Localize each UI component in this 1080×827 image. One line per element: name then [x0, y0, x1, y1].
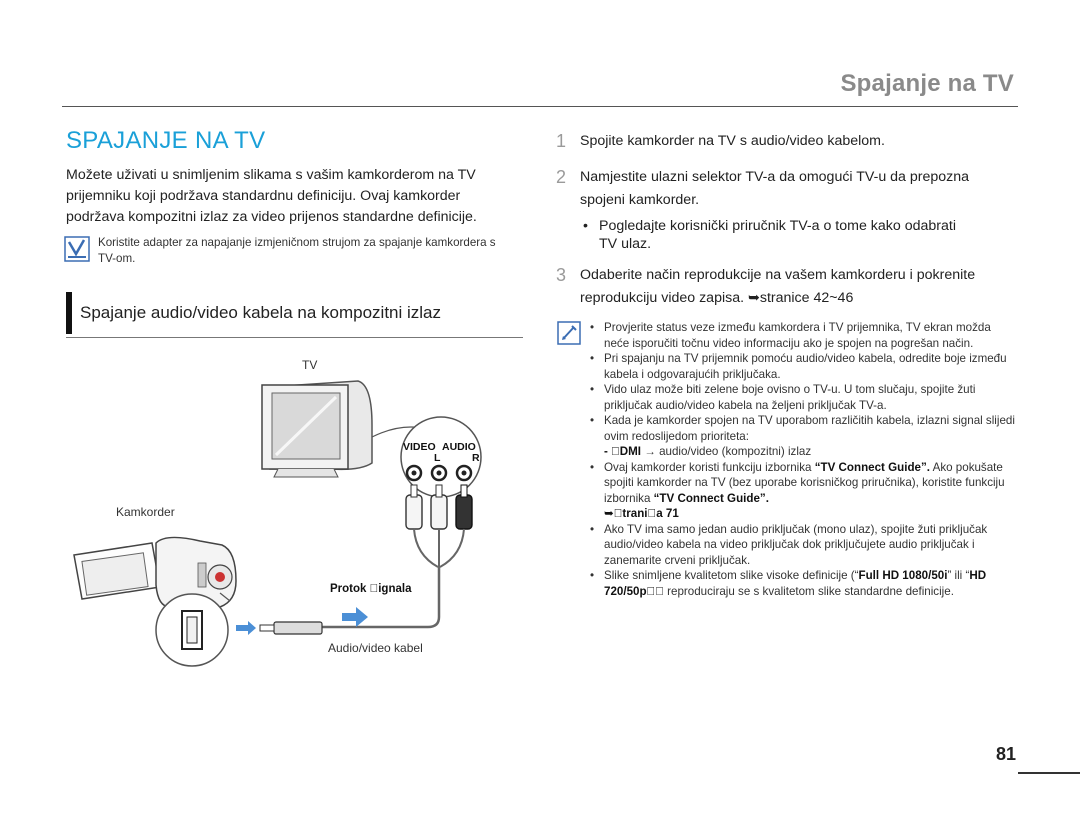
notes-list: •Provjerite status veze između kamkorder…	[588, 320, 1018, 599]
step-text: Odaberite način reprodukcije na vašem ka…	[580, 267, 976, 283]
camcorder-illustration	[73, 536, 237, 608]
subsection-title: Spajanje audio/video kabela na kompozitn…	[80, 303, 442, 322]
note-pencil-icon	[64, 236, 90, 262]
page-header-title: Spajanje na TV	[840, 70, 1014, 97]
step-number: 2	[556, 167, 567, 187]
step-number: 3	[556, 265, 567, 285]
page-number-rule	[1018, 772, 1080, 774]
connection-diagram	[73, 380, 482, 667]
audio-right-label: R	[472, 452, 480, 464]
av-jacks	[405, 464, 473, 482]
note-item: •Vido ulaz može biti zelene boje ovisno …	[590, 383, 976, 412]
adapter-note: Koristite adapter za napajanje izmjeničn…	[98, 236, 496, 265]
step-text: Namjestite ulazni selektor TV-a da omogu…	[580, 169, 970, 185]
note-pencil-icon	[557, 321, 581, 345]
step-text: spojeni kamkorder.	[580, 192, 700, 208]
intro-paragraph: Možete uživati u snimljenim slikama s va…	[66, 167, 477, 225]
section-title: SPAJANJE NA TV	[66, 127, 266, 154]
bullet-dot: •	[583, 218, 588, 234]
cable-label: Audio/video kabel	[328, 641, 423, 655]
signal-flow-label: Protok  ignala	[330, 583, 412, 595]
camcorder-label: Kamkorder	[116, 505, 175, 519]
step-text: reprodukciju video zapisa. ➥stranice 42~…	[580, 290, 854, 306]
step-text: Spojite kamkorder na TV s audio/video ka…	[580, 133, 885, 149]
bullet-text: TV ulaz.	[599, 236, 652, 252]
av-mini-plug	[273, 621, 323, 635]
note-item: •Ovaj kamkorder koristi funkciju izborni…	[590, 460, 1005, 521]
note-item: •Ako TV ima samo jedan audio priključak …	[590, 522, 988, 567]
header-divider	[62, 106, 1018, 107]
page-number: 81	[995, 744, 1016, 764]
note-item: •Provjerite status veze između kamkorder…	[590, 321, 991, 350]
note-item: •Slike snimljene kvalitetom slike visoke…	[590, 569, 987, 598]
bullet-text: Pogledajte korisnički priručnik TV-a o t…	[599, 218, 956, 234]
tv-label: TV	[302, 358, 318, 372]
signal-arrow-icon	[342, 607, 368, 627]
audio-left-label: L	[434, 452, 441, 464]
left-arrow-icon	[236, 621, 256, 635]
video-port-label: VIDEO	[403, 441, 436, 453]
step-number: 1	[556, 131, 567, 151]
subsection-marker	[66, 292, 72, 334]
subsection-divider	[66, 337, 523, 338]
note-item: •Kada je kamkorder spojen na TV uporabom…	[590, 414, 1015, 458]
tv-illustration	[261, 380, 373, 478]
audio-port-label: AUDIO	[442, 441, 476, 453]
note-item: •Pri spajanju na TV prijemnik pomoću aud…	[590, 352, 1007, 381]
rca-plugs	[405, 484, 473, 530]
